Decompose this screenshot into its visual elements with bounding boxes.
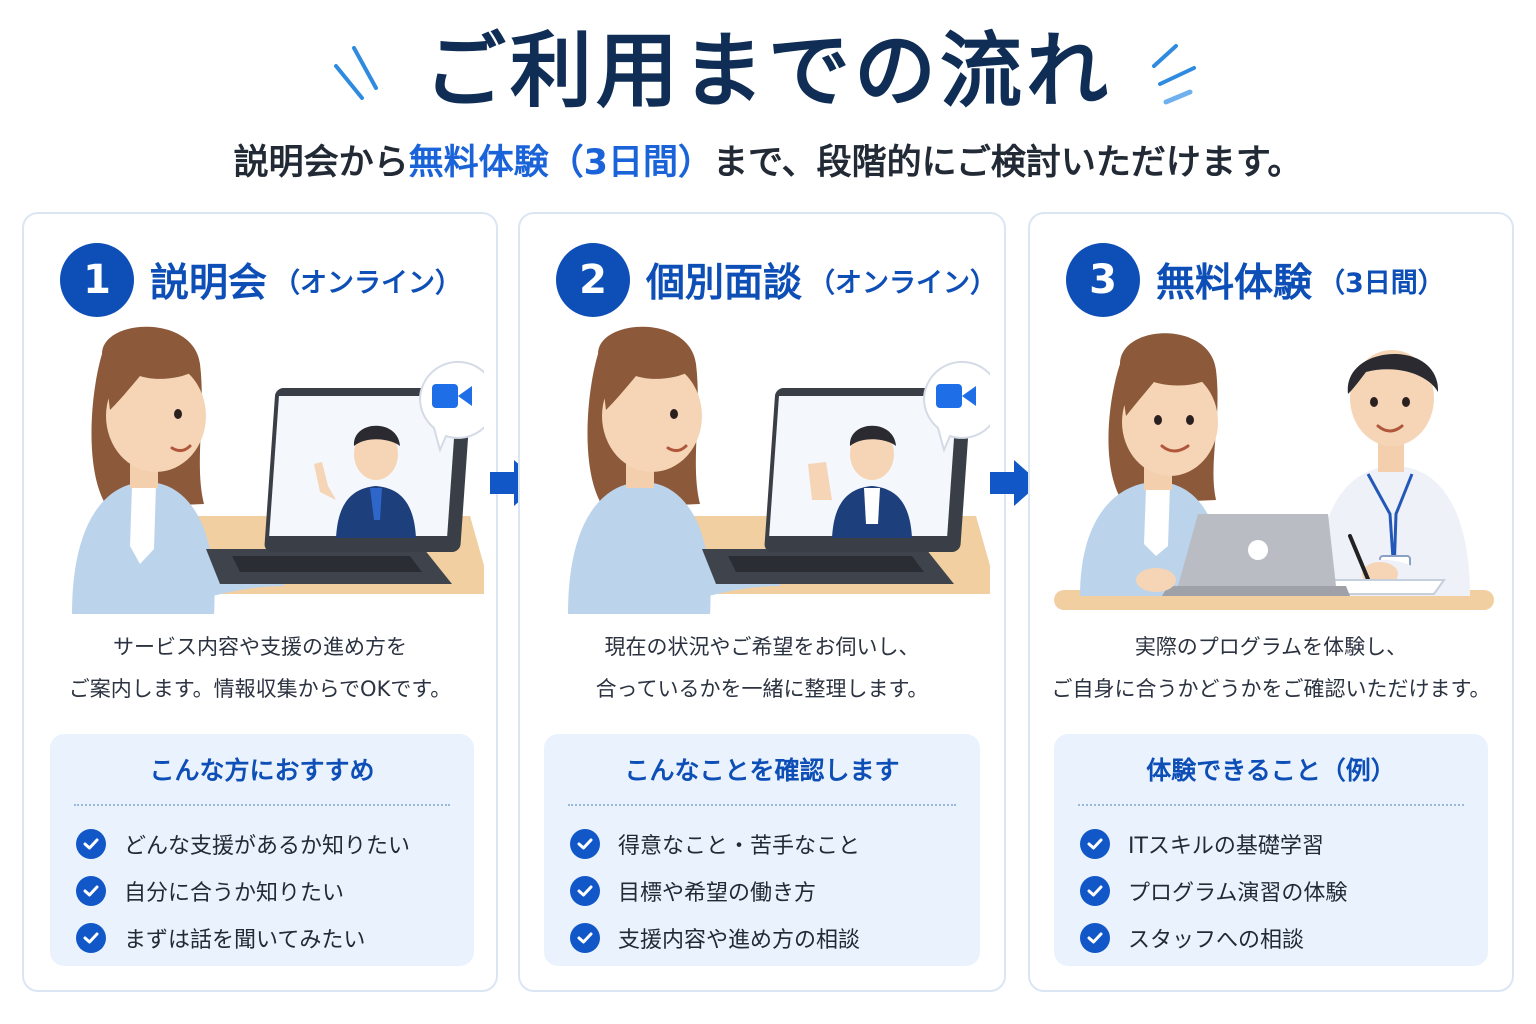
list-item: どんな支援があるか知りたい xyxy=(76,820,474,867)
list-item: スタッフへの相談 xyxy=(1080,914,1488,961)
check-circle-icon xyxy=(570,875,600,906)
list-item-text: どんな支援があるか知りたい xyxy=(124,833,411,859)
check-list: どんな支援があるか知りたい 自分に合うか知りたい まずは話を聞いてみたい xyxy=(50,820,474,961)
list-item: 目標や希望の働き方 xyxy=(570,867,980,914)
desc-line: 現在の状況やご希望をお伺いし、 xyxy=(604,635,920,659)
arrow-right-icon xyxy=(490,460,540,506)
check-circle-icon xyxy=(1080,922,1110,953)
step-subtitle: （オンライン） xyxy=(808,267,998,299)
check-circle-icon xyxy=(76,828,106,859)
check-circle-icon xyxy=(76,875,106,906)
subtitle-post: まで、段階的にご検討いただけます。 xyxy=(712,143,1303,183)
sparkle-left-icon xyxy=(333,46,378,100)
list-item-text: 得意なこと・苦手なこと xyxy=(618,833,861,859)
list-item-text: 支援内容や進め方の相談 xyxy=(618,927,861,953)
check-circle-icon xyxy=(1080,875,1110,906)
online-interview-illustration xyxy=(568,326,990,614)
list-item-text: プログラム演習の体験 xyxy=(1128,880,1348,906)
desc-line: 合っているかを一緒に整理します。 xyxy=(595,677,929,701)
step-title: 説明会 xyxy=(150,261,268,306)
list-item: ITスキルの基礎学習 xyxy=(1080,820,1488,867)
sparkle-right-icon xyxy=(1152,44,1196,105)
list-item-text: ITスキルの基礎学習 xyxy=(1128,833,1324,859)
list-item: プログラム演習の体験 xyxy=(1080,867,1488,914)
list-item: 得意なこと・苦手なこと xyxy=(570,820,980,867)
desc-line: ご自身に合うかどうかをご確認いただけます。 xyxy=(1051,677,1491,701)
list-item: 自分に合うか知りたい xyxy=(76,867,474,914)
box-title: こんなことを確認します xyxy=(624,756,900,785)
step-title: 無料体験 xyxy=(1156,261,1313,306)
trial-experience-illustration xyxy=(1054,333,1494,610)
box-divider xyxy=(74,804,450,806)
step-header-1: 1 説明会 （オンライン） xyxy=(60,242,462,318)
list-item: まずは話を聞いてみたい xyxy=(76,914,474,961)
box-title: こんな方におすすめ xyxy=(149,756,375,785)
step-subtitle: （オンライン） xyxy=(273,267,463,299)
arrow-right-icon xyxy=(990,460,1040,506)
desc-line: サービス内容や支援の進め方を xyxy=(113,635,407,659)
list-item-text: 自分に合うか知りたい xyxy=(124,880,345,906)
subtitle-pre: 説明会から xyxy=(233,143,409,183)
trial-items-box: 体験できること（例） ITスキルの基礎学習 プログラム演習の体験 スタッフへの相… xyxy=(1054,734,1488,966)
list-item-text: まずは話を聞いてみたい xyxy=(124,927,366,953)
step-number-badge: 2 xyxy=(556,243,630,317)
step-header-3: 3 無料体験 （3日間） xyxy=(1066,242,1445,318)
step-card-1: 1 説明会 （オンライン） サービス内容や支援の進め方を ご案内します。情報収集… xyxy=(22,212,498,992)
step-description: サービス内容や支援の進め方を ご案内します。情報収集からでOKです。 xyxy=(34,626,486,710)
video-camera-icon xyxy=(936,384,962,408)
check-circle-icon xyxy=(570,922,600,953)
box-divider xyxy=(1078,804,1464,806)
step-title: 個別面談 xyxy=(646,261,803,306)
list-item-text: 目標や希望の働き方 xyxy=(618,880,817,906)
page-title: ご利用までの流れ xyxy=(423,24,1112,119)
page-header: ご利用までの流れ xyxy=(0,22,1536,122)
step-card-2: 2 個別面談 （オンライン） 現在の状況やご希望をお伺いし、 合っているかを一緒… xyxy=(518,212,1006,992)
recommend-box: こんな方におすすめ どんな支援があるか知りたい 自分に合うか知りたい まずは話を… xyxy=(50,734,474,966)
step-subtitle: （3日間） xyxy=(1318,267,1445,299)
step-number-badge: 3 xyxy=(1066,243,1140,317)
subtitle-highlight: 無料体験（3日間） xyxy=(408,143,713,183)
list-item: 支援内容や進め方の相談 xyxy=(570,914,980,961)
check-list: ITスキルの基礎学習 プログラム演習の体験 スタッフへの相談 xyxy=(1054,820,1488,961)
step-header-2: 2 個別面談 （オンライン） xyxy=(556,242,997,318)
check-circle-icon xyxy=(1080,828,1110,859)
check-items-box: こんなことを確認します 得意なこと・苦手なこと 目標や希望の働き方 支援内容や進… xyxy=(544,734,980,966)
check-list: 得意なこと・苦手なこと 目標や希望の働き方 支援内容や進め方の相談 xyxy=(544,820,980,961)
box-divider xyxy=(568,804,956,806)
desc-line: 実際のプログラムを体験し、 xyxy=(1134,635,1408,659)
box-title: 体験できること（例） xyxy=(1146,756,1396,785)
check-circle-icon xyxy=(570,828,600,859)
check-circle-icon xyxy=(76,922,106,953)
video-camera-icon xyxy=(432,384,458,408)
online-briefing-illustration xyxy=(72,326,484,614)
desc-line: ご案内します。情報収集からでOKです。 xyxy=(68,677,452,701)
step-description: 実際のプログラムを体験し、 ご自身に合うかどうかをご確認いただけます。 xyxy=(1040,626,1502,710)
step-description: 現在の状況やご希望をお伺いし、 合っているかを一緒に整理します。 xyxy=(530,626,994,710)
title-wrap: ご利用までの流れ xyxy=(333,22,1196,122)
page-subtitle: 説明会から無料体験（3日間）まで、段階的にご検討いただけます。 xyxy=(0,138,1536,188)
step-number-badge: 1 xyxy=(60,243,134,317)
step-card-3: 3 無料体験 （3日間） 実際のプログラムを体験し、 ご自身に合 xyxy=(1028,212,1514,992)
list-item-text: スタッフへの相談 xyxy=(1128,927,1305,953)
